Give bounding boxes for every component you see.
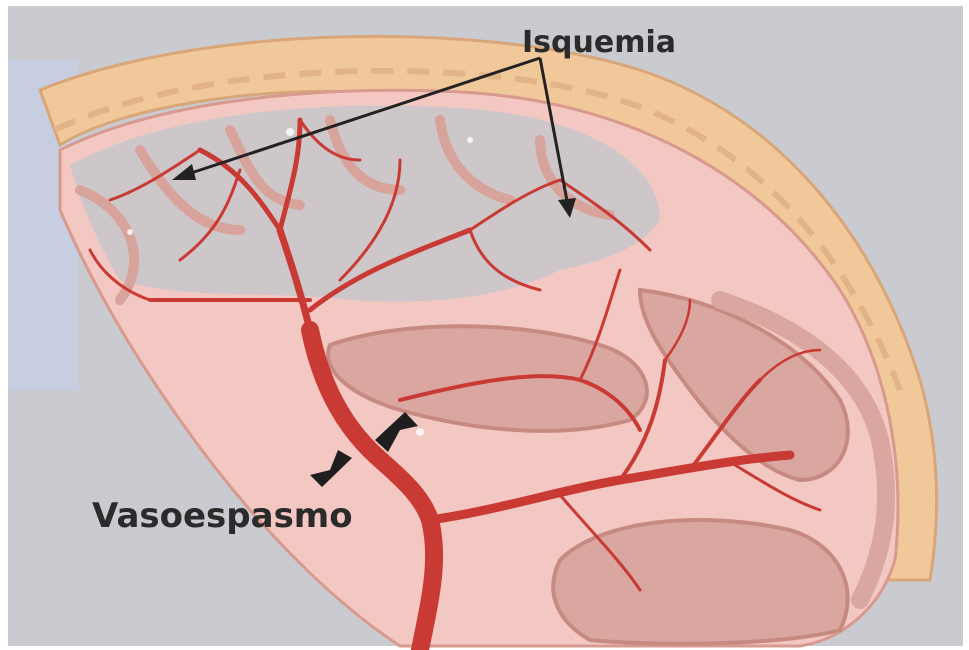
vasospasm-label: Vasoespasmo: [92, 496, 353, 536]
ischemia-label: Isquemia: [522, 25, 676, 60]
